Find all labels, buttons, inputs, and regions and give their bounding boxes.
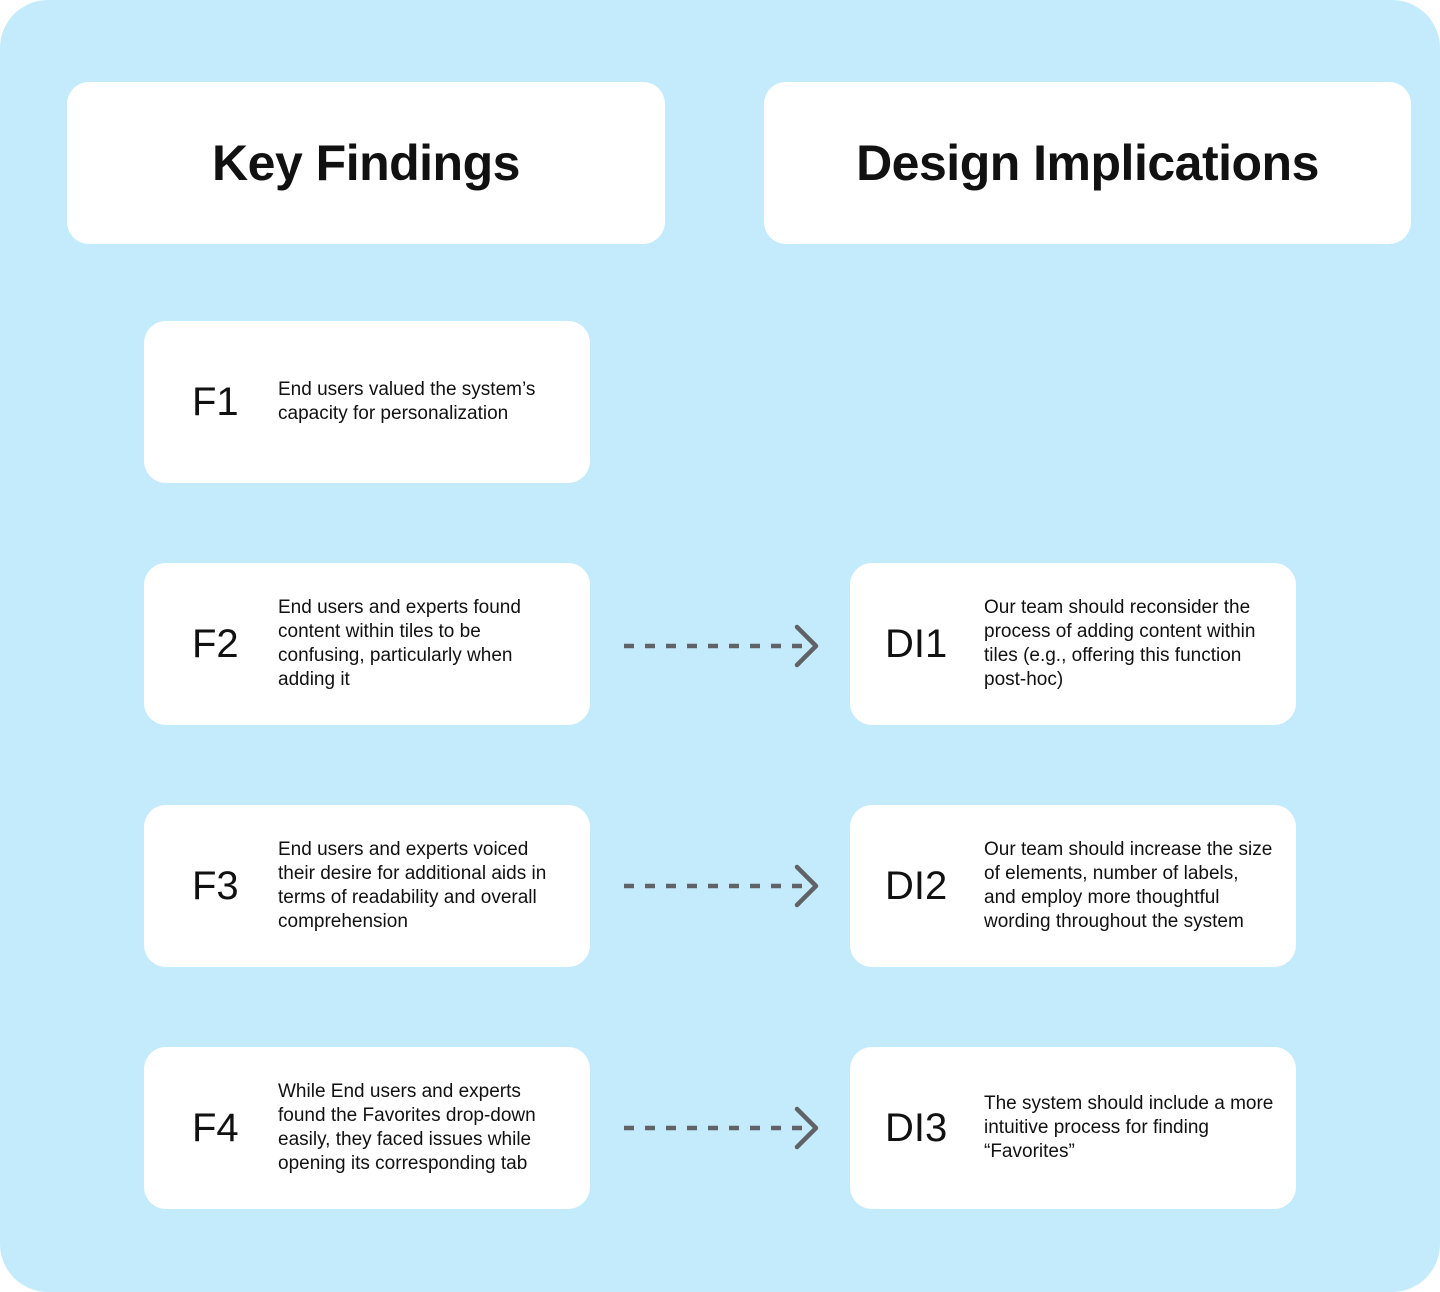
finding-card-f3: F3 End users and experts voiced their de…	[144, 805, 590, 967]
finding-code: F4	[192, 1105, 239, 1150]
finding-code: F3	[192, 863, 239, 908]
finding-text: End users and experts found content with…	[278, 597, 521, 690]
finding-card-f4: F4 While End users and experts found the…	[144, 1047, 590, 1209]
dashed-arrow-f4-di3	[624, 1106, 819, 1150]
finding-code: F1	[192, 379, 239, 424]
implication-code: DI3	[885, 1105, 948, 1150]
finding-code: F2	[192, 621, 239, 666]
key-findings-title: Key Findings	[212, 135, 520, 191]
implication-text: The system should include a more intuiti…	[984, 1093, 1274, 1162]
finding-card-f1: F1 End users valued the system’s capacit…	[144, 321, 590, 483]
implication-card-di3: DI3 The system should include a more int…	[850, 1047, 1296, 1209]
implication-text: Our team should reconsider the process o…	[984, 597, 1256, 690]
dashed-arrow-f3-di2	[624, 864, 819, 908]
finding-text: End users valued the system’s capacity f…	[278, 379, 536, 424]
key-findings-header: Key Findings	[67, 82, 665, 244]
implication-code: DI1	[885, 621, 948, 666]
dashed-arrow-f2-di1	[624, 624, 819, 668]
implication-code: DI2	[885, 863, 948, 908]
finding-text: While End users and experts found the Fa…	[278, 1081, 536, 1174]
finding-text: End users and experts voiced their desir…	[278, 839, 547, 932]
finding-card-f2: F2 End users and experts found content w…	[144, 563, 590, 725]
implication-text: Our team should increase the size of ele…	[984, 839, 1273, 932]
design-implications-title: Design Implications	[856, 135, 1319, 191]
design-implications-header: Design Implications	[764, 82, 1411, 244]
implication-card-di1: DI1 Our team should reconsider the proce…	[850, 563, 1296, 725]
implication-card-di2: DI2 Our team should increase the size of…	[850, 805, 1296, 967]
